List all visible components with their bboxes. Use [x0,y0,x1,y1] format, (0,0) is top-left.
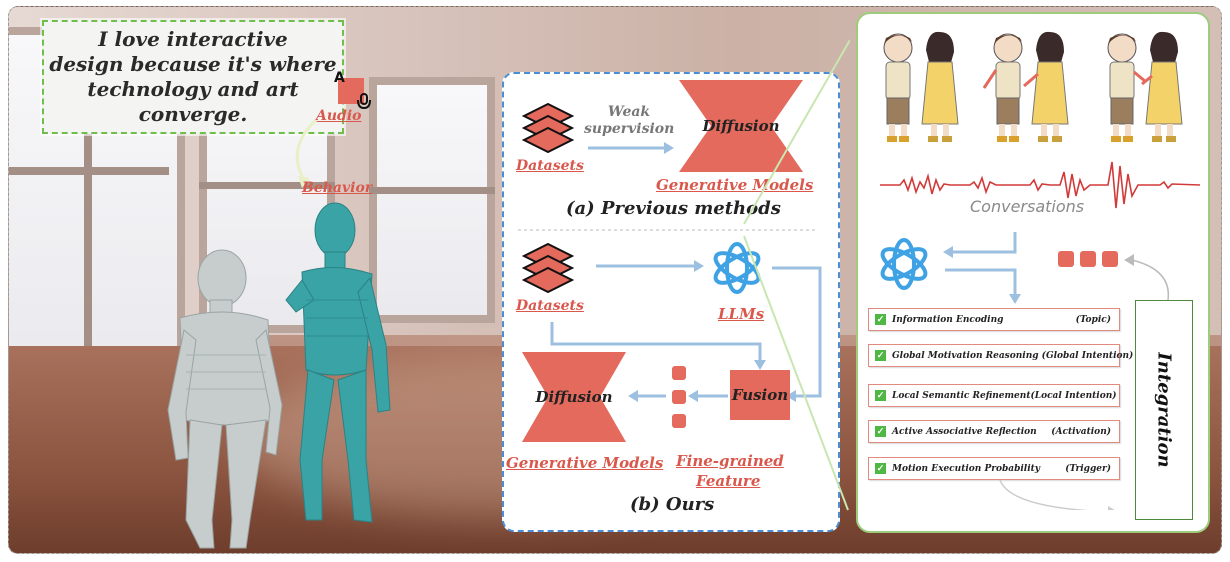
step-label: Local Semantic Refinement [892,390,1031,401]
prev-diffusion-shape [679,80,803,172]
check-icon: ✓ [875,463,886,474]
feature-square-3 [672,414,686,428]
datasets-layers-icon [521,102,575,154]
prev-methods-title: (a) Previous methods [566,198,781,219]
llms-label: LLMs [718,305,765,323]
audio-icon: A [334,70,371,110]
feature-square-1 [672,366,686,380]
pipeline-arrows [943,232,1021,304]
prev-diffusion-label: Diffusion [702,117,780,135]
step-label: Motion Execution Probability [892,463,1041,474]
output-square-1 [1058,251,1074,267]
prev-generative-models-label: Generative Models [656,176,814,194]
fine-grained-label-2: Feature [696,472,761,490]
character-pair-1 [883,31,959,142]
feature-square-2 [672,390,686,404]
step-row: ✓ Global Motivation Reasoning (Global In… [868,344,1133,367]
step-label: Global Motivation Reasoning (Global Inte… [892,350,1134,361]
step-tag: (Local Intention) [1030,390,1117,401]
check-icon: ✓ [875,426,886,437]
output-square-2 [1080,251,1096,267]
step-label: Information Encoding [892,314,1004,325]
step-row: ✓ Motion Execution Probability (Trigger) [868,457,1120,480]
ours-title: (b) Ours [630,494,715,515]
ours-datasets-layers-icon [521,242,575,294]
speech-quote-box: I love interactive design because it's w… [42,20,344,134]
check-icon: ✓ [875,314,886,325]
zoom-connectors [743,39,850,511]
quote-line-2: design because it's where [49,52,337,76]
step-row: ✓ Information Encoding (Topic) [868,308,1120,331]
quote-line-1: I love interactive [98,27,288,51]
prev-datasets-label: Datasets [516,158,584,174]
audio-behavior-arrow [295,118,318,188]
character-pair-3 [1107,31,1183,142]
gray-mannequin [167,249,283,549]
step-label: Active Associative Reflection [892,426,1037,437]
fine-grained-label-1: Fine-grained [676,452,784,470]
ours-diffusion-block: Diffusion [522,352,626,442]
conversations-label: Conversations [970,197,1085,216]
llm-logo-icon [713,242,761,294]
character-pairs [883,31,1183,142]
svg-text:A: A [334,70,345,86]
weak-supervision-label: Weak supervision [584,104,675,137]
ours-generative-models-label: Generative Models [506,454,664,472]
integration-arrows [999,254,1170,510]
panel-divider [518,229,818,231]
pipeline-llm-logo-icon [880,238,928,290]
check-icon: ✓ [875,350,886,361]
step-row: ✓ Active Associative Reflection (Activat… [868,420,1120,443]
output-square-3 [1102,251,1118,267]
ours-diffusion-shape [522,352,626,442]
window-middle-bar [199,182,335,189]
audio-waveform [880,161,1200,209]
window-right [369,77,495,323]
ours-datasets-label: Datasets [516,298,584,314]
audio-label: Audio [316,108,362,124]
window-left-mullion [84,27,92,367]
behavior-label: Behavior [302,180,373,196]
ours-flow-arrows [550,260,822,402]
prev-arrow [588,142,674,154]
integration-block: Integration [1135,300,1193,520]
fusion-block: Fusion [730,370,790,420]
quote-line-3: technology and art converge. [87,77,299,126]
character-pair-2 [982,31,1069,142]
teal-mannequin [285,202,391,523]
step-tag: (Trigger) [1065,463,1111,474]
prev-diffusion-block: Diffusion [679,80,803,172]
step-tag: (Activation) [1051,426,1111,437]
figures [167,202,391,549]
ours-diffusion-label: Diffusion [535,388,613,406]
step-tag: (Topic) [1075,314,1111,325]
step-row: ✓ Local Semantic Refinement (Local Inten… [868,384,1120,407]
check-icon: ✓ [875,390,886,401]
window-right-bar [369,187,495,194]
